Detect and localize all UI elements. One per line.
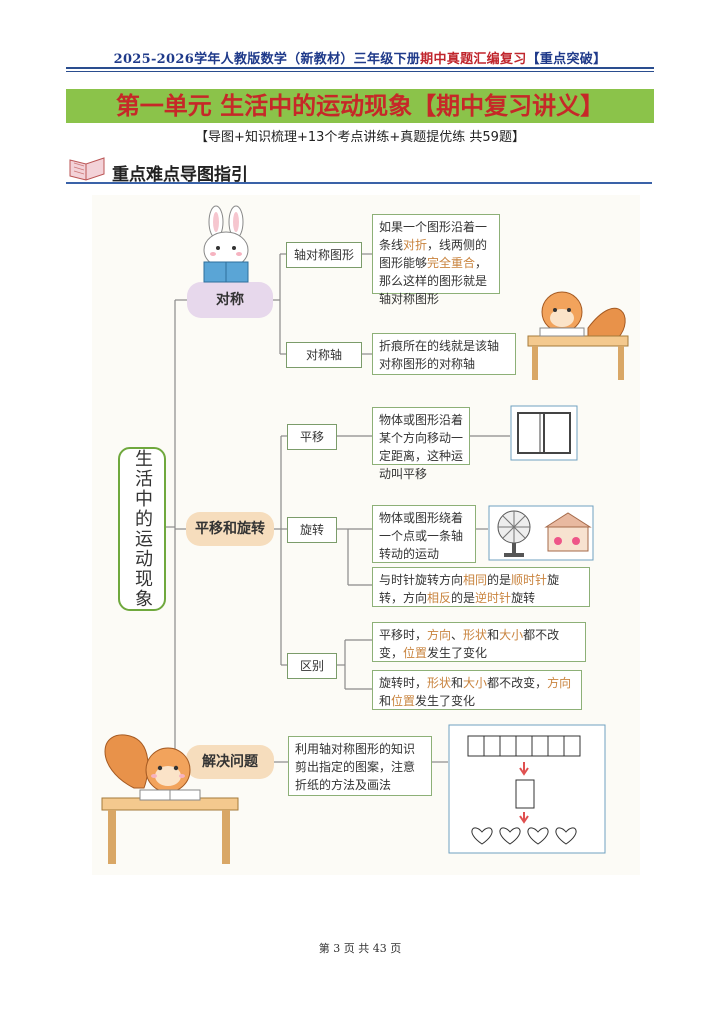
page-footer: 第 3 页 共 43 页 [0, 940, 720, 956]
def-problem-solving: 利用轴对称图形的知识剪出指定的图案，注意折纸的方法及画法 [288, 736, 432, 796]
node-axis: 对称轴 [286, 342, 362, 368]
branch-translation-rotation: 平移和旋转 [186, 512, 274, 546]
def-rotation-vs: 旋转时，形状和大小都不改变，方向和位置发生了变化 [372, 670, 582, 710]
def-translation-vs: 平移时，方向、形状和大小都不改变，位置发生了变化 [372, 622, 586, 662]
node-axis-figure: 轴对称图形 [286, 242, 362, 268]
sliding-window-illustration [510, 405, 578, 461]
def-translation: 物体或图形沿着某个方向移动一定距离，这种运动叫平移 [372, 407, 470, 465]
def-rotation: 物体或图形绕着一个点或一条轴转动的运动 [372, 505, 476, 563]
branch-symmetry: 对称 [187, 282, 273, 318]
squirrel-studying-illustration [94, 728, 244, 868]
mindmap-root: 生活中的运动现象 [118, 447, 166, 611]
node-translation: 平移 [287, 424, 337, 450]
rabbit-reading-illustration [192, 204, 262, 286]
def-axis-figure: 如果一个图形沿着一条线对折，线两侧的图形能够完全重合，那么这样的图形就是轴对称图… [372, 214, 500, 294]
node-rotation: 旋转 [287, 517, 337, 543]
def-rotation-direction: 与时针旋转方向相同的是顺时针旋转，方向相反的是逆时针旋转 [372, 567, 590, 607]
paper-cutting-illustration [448, 724, 606, 854]
def-axis: 折痕所在的线就是该轴对称图形的对称轴 [372, 333, 516, 375]
squirrel-desk-illustration [518, 278, 632, 382]
fan-carousel-illustration [488, 505, 594, 561]
node-difference: 区别 [287, 653, 337, 679]
